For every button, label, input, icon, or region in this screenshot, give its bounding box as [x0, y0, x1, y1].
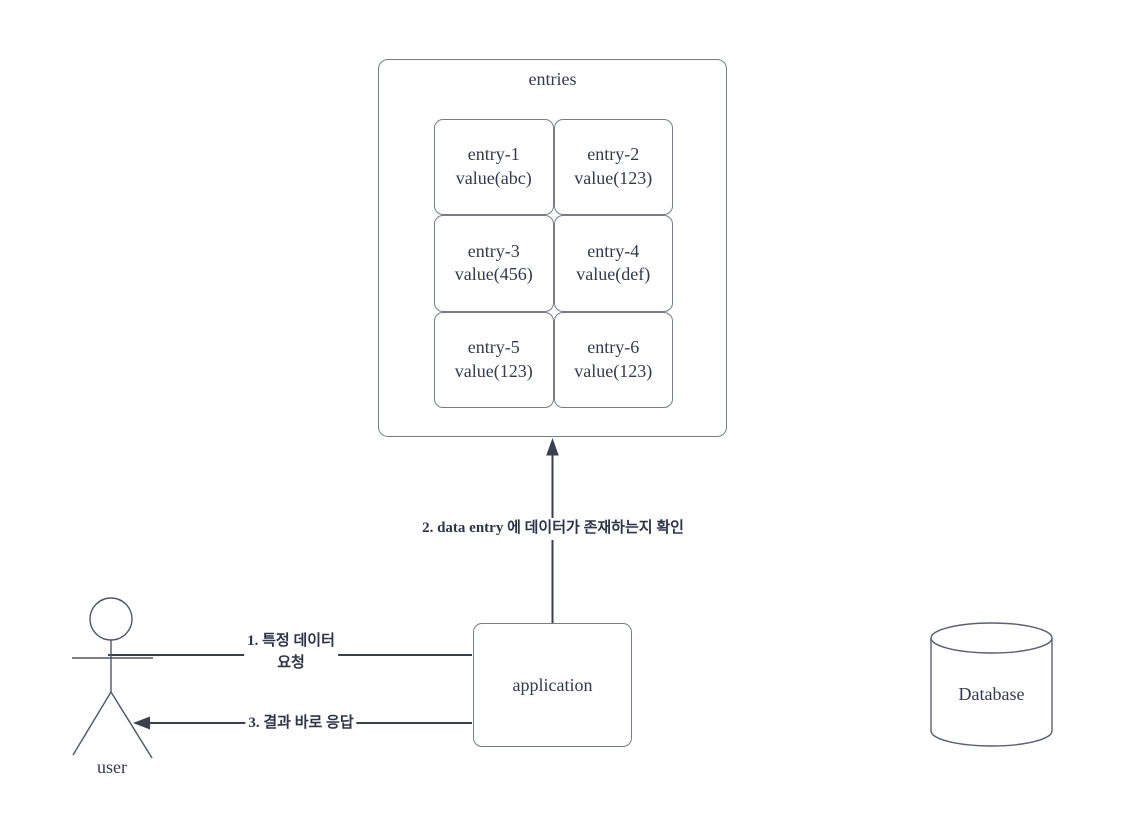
- user-actor-icon: [72, 597, 153, 759]
- entries-cells-grid: entry-1 value(abc) entry-2 value(123) en…: [434, 119, 673, 408]
- user-label: user: [97, 757, 127, 777]
- node-entry-5: entry-5 value(123): [434, 311, 554, 408]
- entry-value: value(123): [574, 168, 653, 189]
- entry-name: entry-6: [587, 337, 640, 358]
- entry-name: entry-2: [587, 144, 640, 165]
- database-cylinder-icon: [930, 622, 1053, 747]
- arrow-step1-label-line2: 요청: [277, 654, 305, 671]
- arrow-step1-label: 1. 특정 데이터 요청: [244, 631, 338, 675]
- entry-value: value(def): [576, 264, 651, 285]
- arrow-step2-arrowhead-icon: [546, 438, 559, 456]
- node-entry-2: entry-2 value(123): [553, 119, 673, 216]
- entries-container-node: entries entry-1 value(abc) entry-2 value…: [378, 59, 727, 437]
- arrow-step2-label: 2. data entry 에 데이터가 존재하는지 확인: [419, 518, 687, 540]
- node-entry-6: entry-6 value(123): [553, 311, 673, 408]
- entry-value: value(123): [454, 360, 533, 381]
- arrow-step3-arrowhead-icon: [133, 716, 150, 730]
- entry-name: entry-4: [587, 240, 640, 261]
- node-entry-3: entry-3 value(456): [434, 215, 554, 312]
- entry-value: value(456): [454, 264, 533, 285]
- node-entry-1: entry-1 value(abc): [434, 119, 554, 216]
- application-label: application: [512, 674, 593, 695]
- entries-title: entries: [528, 69, 577, 89]
- database-cylinder-body: [930, 638, 1053, 747]
- entry-value: value(123): [574, 360, 653, 381]
- actor-head: [89, 597, 133, 641]
- actor-left-leg: [72, 691, 112, 756]
- application-node: application: [473, 623, 632, 747]
- entry-value: value(abc): [455, 168, 532, 189]
- database-cylinder-top: [930, 622, 1053, 654]
- entry-name: entry-3: [467, 240, 520, 261]
- entry-name: entry-5: [467, 337, 520, 358]
- arrow-step3-label: 3. 결과 바로 응답: [245, 713, 357, 735]
- entry-name: entry-1: [467, 144, 520, 165]
- actor-right-leg: [110, 691, 153, 759]
- database-label: Database: [958, 684, 1025, 704]
- arrow-step1-label-line1: 1. 특정 데이터: [247, 633, 335, 649]
- node-entry-4: entry-4 value(def): [553, 215, 673, 312]
